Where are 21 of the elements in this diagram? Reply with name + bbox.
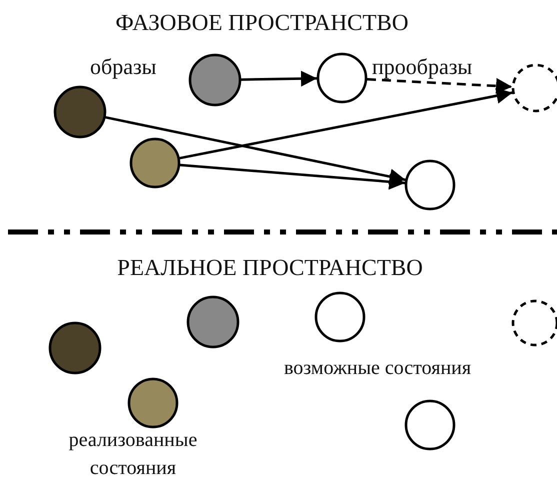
- circle: [188, 53, 242, 107]
- group-label: прообразы: [372, 54, 472, 80]
- circle: [404, 399, 456, 451]
- circle: [314, 291, 366, 343]
- circle: [48, 321, 102, 375]
- arrow: [240, 70, 318, 87]
- section-heading: ФАЗОВОЕ ПРОСТРАНСТВО: [115, 10, 408, 36]
- circle: [316, 52, 368, 104]
- circle: [127, 377, 179, 429]
- section-heading: РЕАЛЬНОЕ ПРОСТРАНСТВО: [117, 255, 423, 282]
- circle: [129, 137, 181, 189]
- circle: [404, 159, 456, 211]
- arrow: [105, 116, 406, 184]
- arrow: [366, 78, 512, 94]
- arrow: [180, 164, 406, 190]
- group-label: реализованные состояния: [68, 428, 198, 479]
- circle: [53, 85, 107, 139]
- group-label: образы: [90, 54, 156, 80]
- circle: [186, 295, 240, 349]
- group-label: возможные состояния: [284, 357, 472, 380]
- arrow: [179, 88, 513, 160]
